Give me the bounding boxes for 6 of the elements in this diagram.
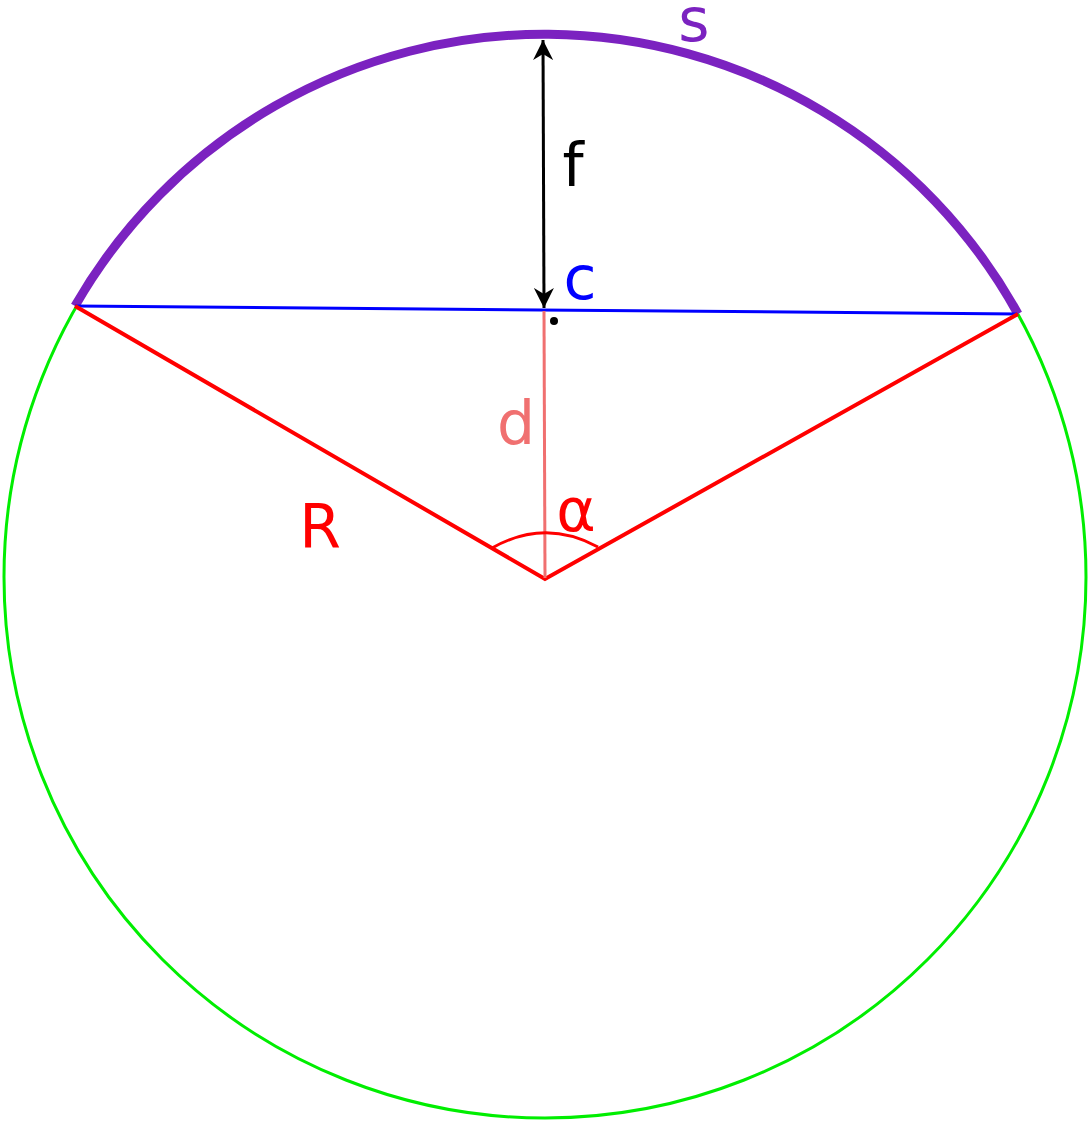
variable-label: d <box>496 393 536 453</box>
variable-label: α <box>556 480 596 540</box>
variable-label: f <box>562 135 584 195</box>
variable-label: R <box>299 497 341 557</box>
variable-label: s <box>678 0 710 50</box>
variable-label: c <box>563 248 597 308</box>
